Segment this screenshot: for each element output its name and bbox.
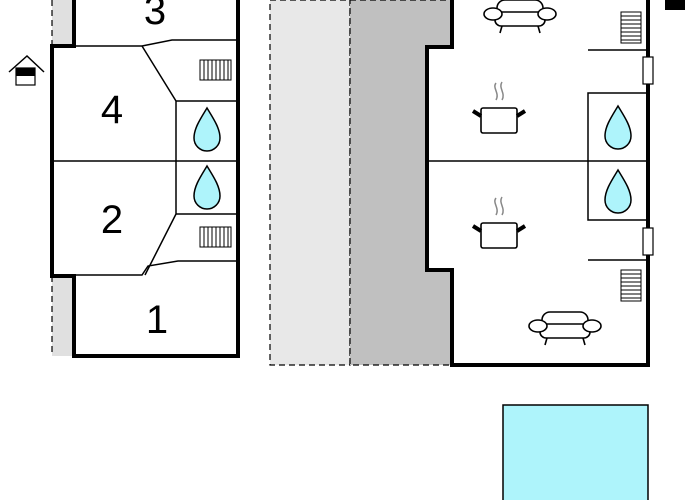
pool bbox=[502, 404, 649, 500]
radiator-icon bbox=[620, 11, 642, 44]
window-icon bbox=[642, 56, 654, 85]
terrace-light bbox=[269, 0, 351, 366]
marker-square bbox=[665, 0, 685, 10]
room-2-label: 2 bbox=[101, 198, 123, 242]
room-1-label: 1 bbox=[146, 298, 168, 342]
window-icon bbox=[642, 227, 654, 256]
left-building: 3 4 2 1 bbox=[50, 0, 240, 358]
water-drop-icon bbox=[193, 165, 221, 210]
right-building bbox=[425, 0, 654, 367]
room-3-label: 3 bbox=[144, 0, 166, 33]
radiator-icon bbox=[199, 59, 232, 81]
radiator-icon bbox=[620, 269, 642, 302]
water-drop-icon bbox=[193, 107, 221, 152]
radiator-icon bbox=[199, 226, 232, 248]
room-4-label: 4 bbox=[101, 88, 123, 132]
house-entrance-icon bbox=[8, 54, 45, 86]
